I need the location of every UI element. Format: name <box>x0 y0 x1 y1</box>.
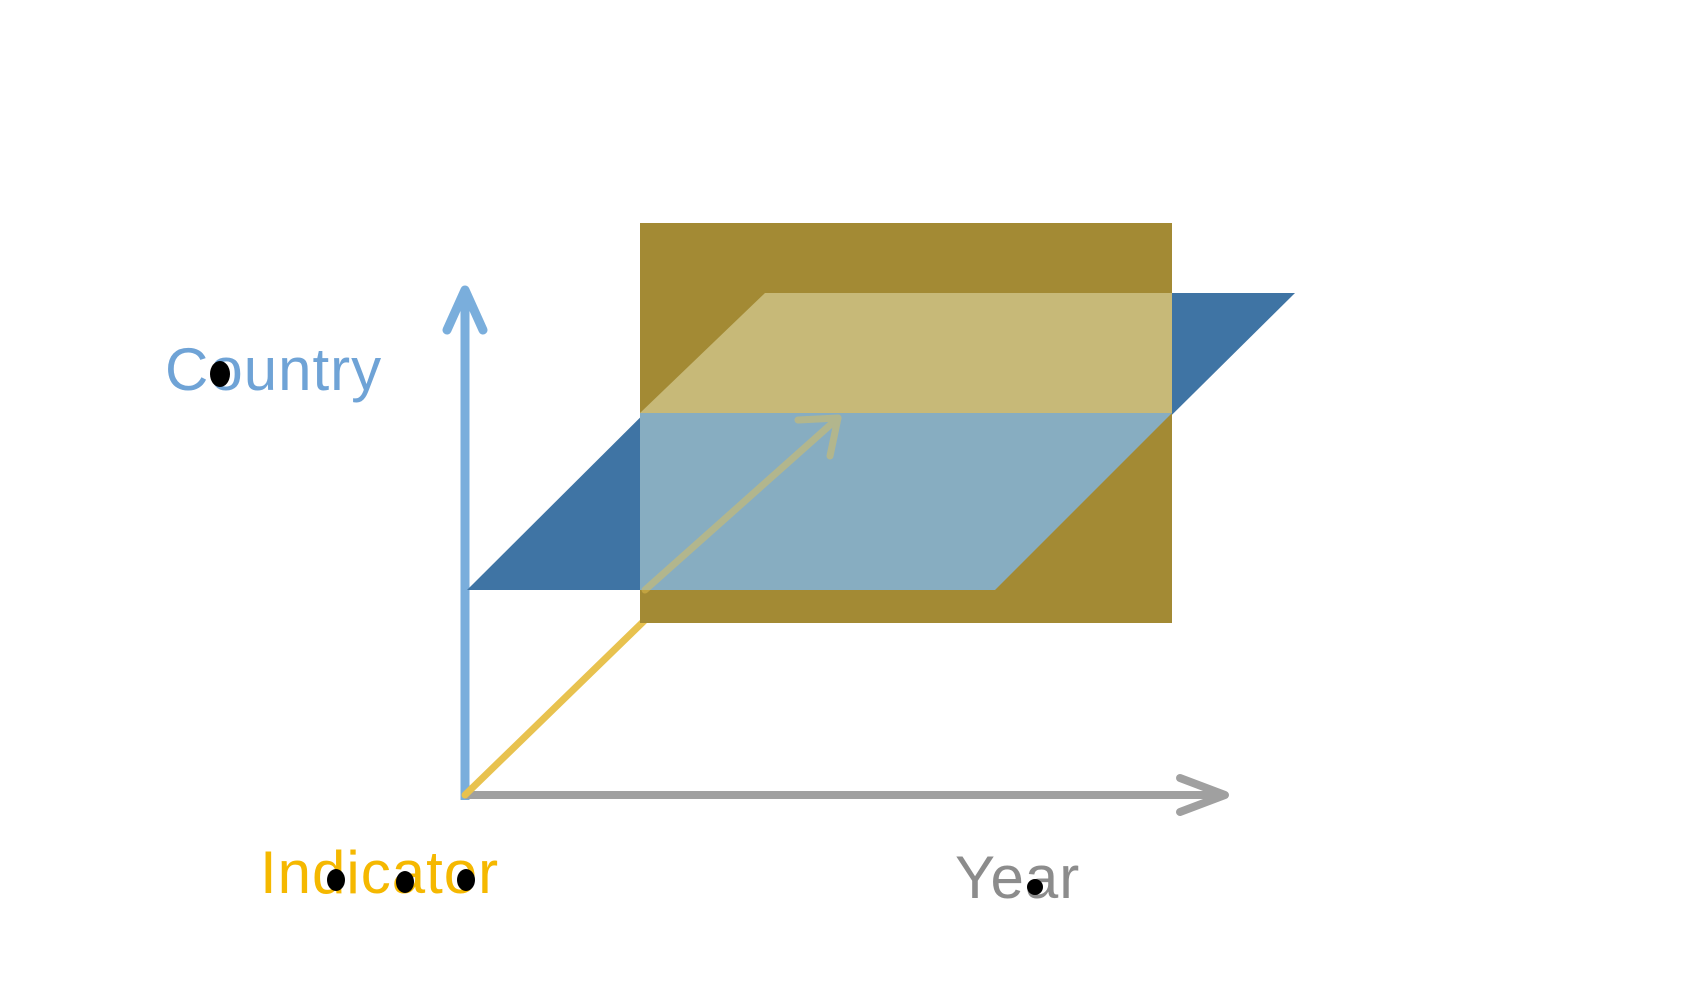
indicator-axis-arrowhead <box>794 414 842 460</box>
label-dots <box>210 361 1043 895</box>
indicator-axis-faint-line <box>641 414 842 594</box>
indicator-dot-1 <box>327 869 345 891</box>
indicator-dot-2 <box>396 871 414 893</box>
year-axis-arrowhead <box>1176 774 1229 816</box>
indicator-dot-3 <box>457 869 475 891</box>
country-dot <box>210 361 230 387</box>
indicator-label: Indicator <box>260 839 499 906</box>
indicator-axis-line <box>461 616 649 799</box>
year-axis <box>465 774 1229 816</box>
indicator-axis-faint <box>641 414 842 594</box>
country-axis <box>442 285 488 800</box>
country-axis-arrowhead <box>442 285 488 335</box>
country-label: Country <box>165 336 382 403</box>
overlap-region-bottom <box>640 413 1172 590</box>
year-dot <box>1027 879 1043 895</box>
year-label: Year <box>955 844 1080 911</box>
overlap-region-top <box>640 293 1172 413</box>
